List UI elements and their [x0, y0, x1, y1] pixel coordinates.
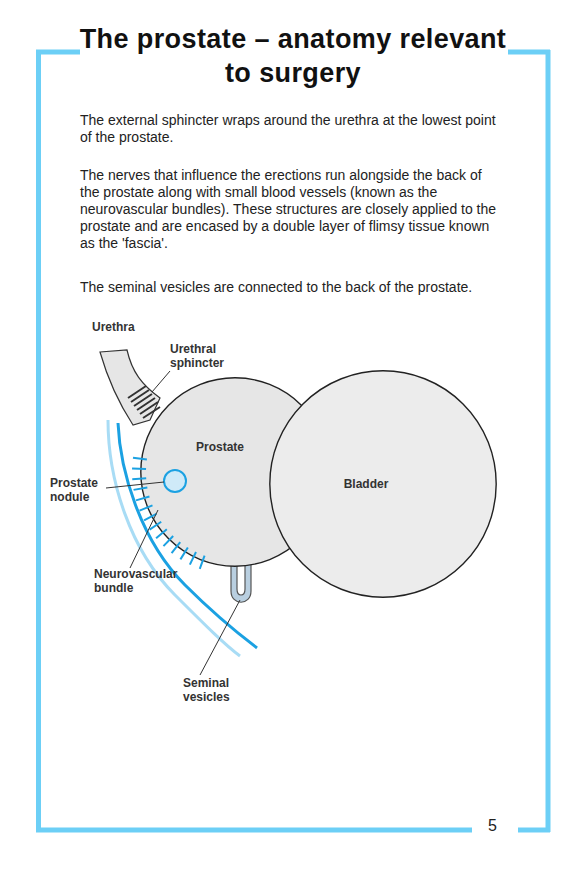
neurovascular-ticks — [132, 458, 204, 569]
frame-line — [36, 50, 41, 832]
part-label: Urethral sphincter — [170, 342, 240, 370]
nerve-tick — [190, 552, 196, 565]
node-label: Bladder — [344, 477, 389, 491]
leader-line — [200, 600, 240, 675]
nerve-tick — [140, 505, 153, 510]
leader-line — [152, 371, 170, 392]
leader-line — [130, 510, 158, 568]
nerve-tick — [136, 497, 149, 501]
nerve-tick — [134, 487, 148, 489]
nerve-tick — [132, 467, 146, 469]
part-label: Prostate nodule — [50, 476, 110, 504]
frame-line — [518, 828, 550, 833]
part-label: Urethra — [92, 320, 152, 334]
prostate-nodule — [164, 470, 186, 492]
nerve-tick — [200, 556, 205, 569]
nerve-tick — [156, 529, 167, 538]
frame-line — [508, 50, 550, 55]
nerve-tick — [133, 458, 147, 460]
nerve-tick — [172, 542, 181, 553]
frame-line — [36, 828, 472, 833]
page-number: 5 — [488, 817, 512, 835]
body-paragraph: The seminal vesicles are connected to th… — [80, 279, 500, 296]
node-shape — [270, 371, 496, 597]
node-label: Prostate — [196, 440, 244, 454]
sphincter-bands — [128, 386, 160, 418]
leader-lines — [106, 371, 240, 675]
bladder-circle: Bladder — [269, 370, 497, 598]
nerve-tick — [132, 477, 146, 480]
nerve-tick — [163, 536, 173, 546]
frame-line — [546, 50, 551, 832]
body-paragraph: The external sphincter wraps around the … — [80, 112, 500, 146]
page-title: The prostate – anatomy relevant to surge… — [78, 22, 508, 90]
page-frame — [36, 50, 550, 832]
frame-line — [36, 50, 80, 55]
body-paragraph: The nerves that influence the erections … — [80, 167, 500, 252]
leader-line — [106, 482, 164, 488]
part-label: Seminal vesicles — [183, 676, 253, 704]
nerve-tick — [180, 547, 187, 559]
urethra-tube — [100, 350, 160, 425]
part-label: Neurovascular bundle — [94, 567, 194, 595]
